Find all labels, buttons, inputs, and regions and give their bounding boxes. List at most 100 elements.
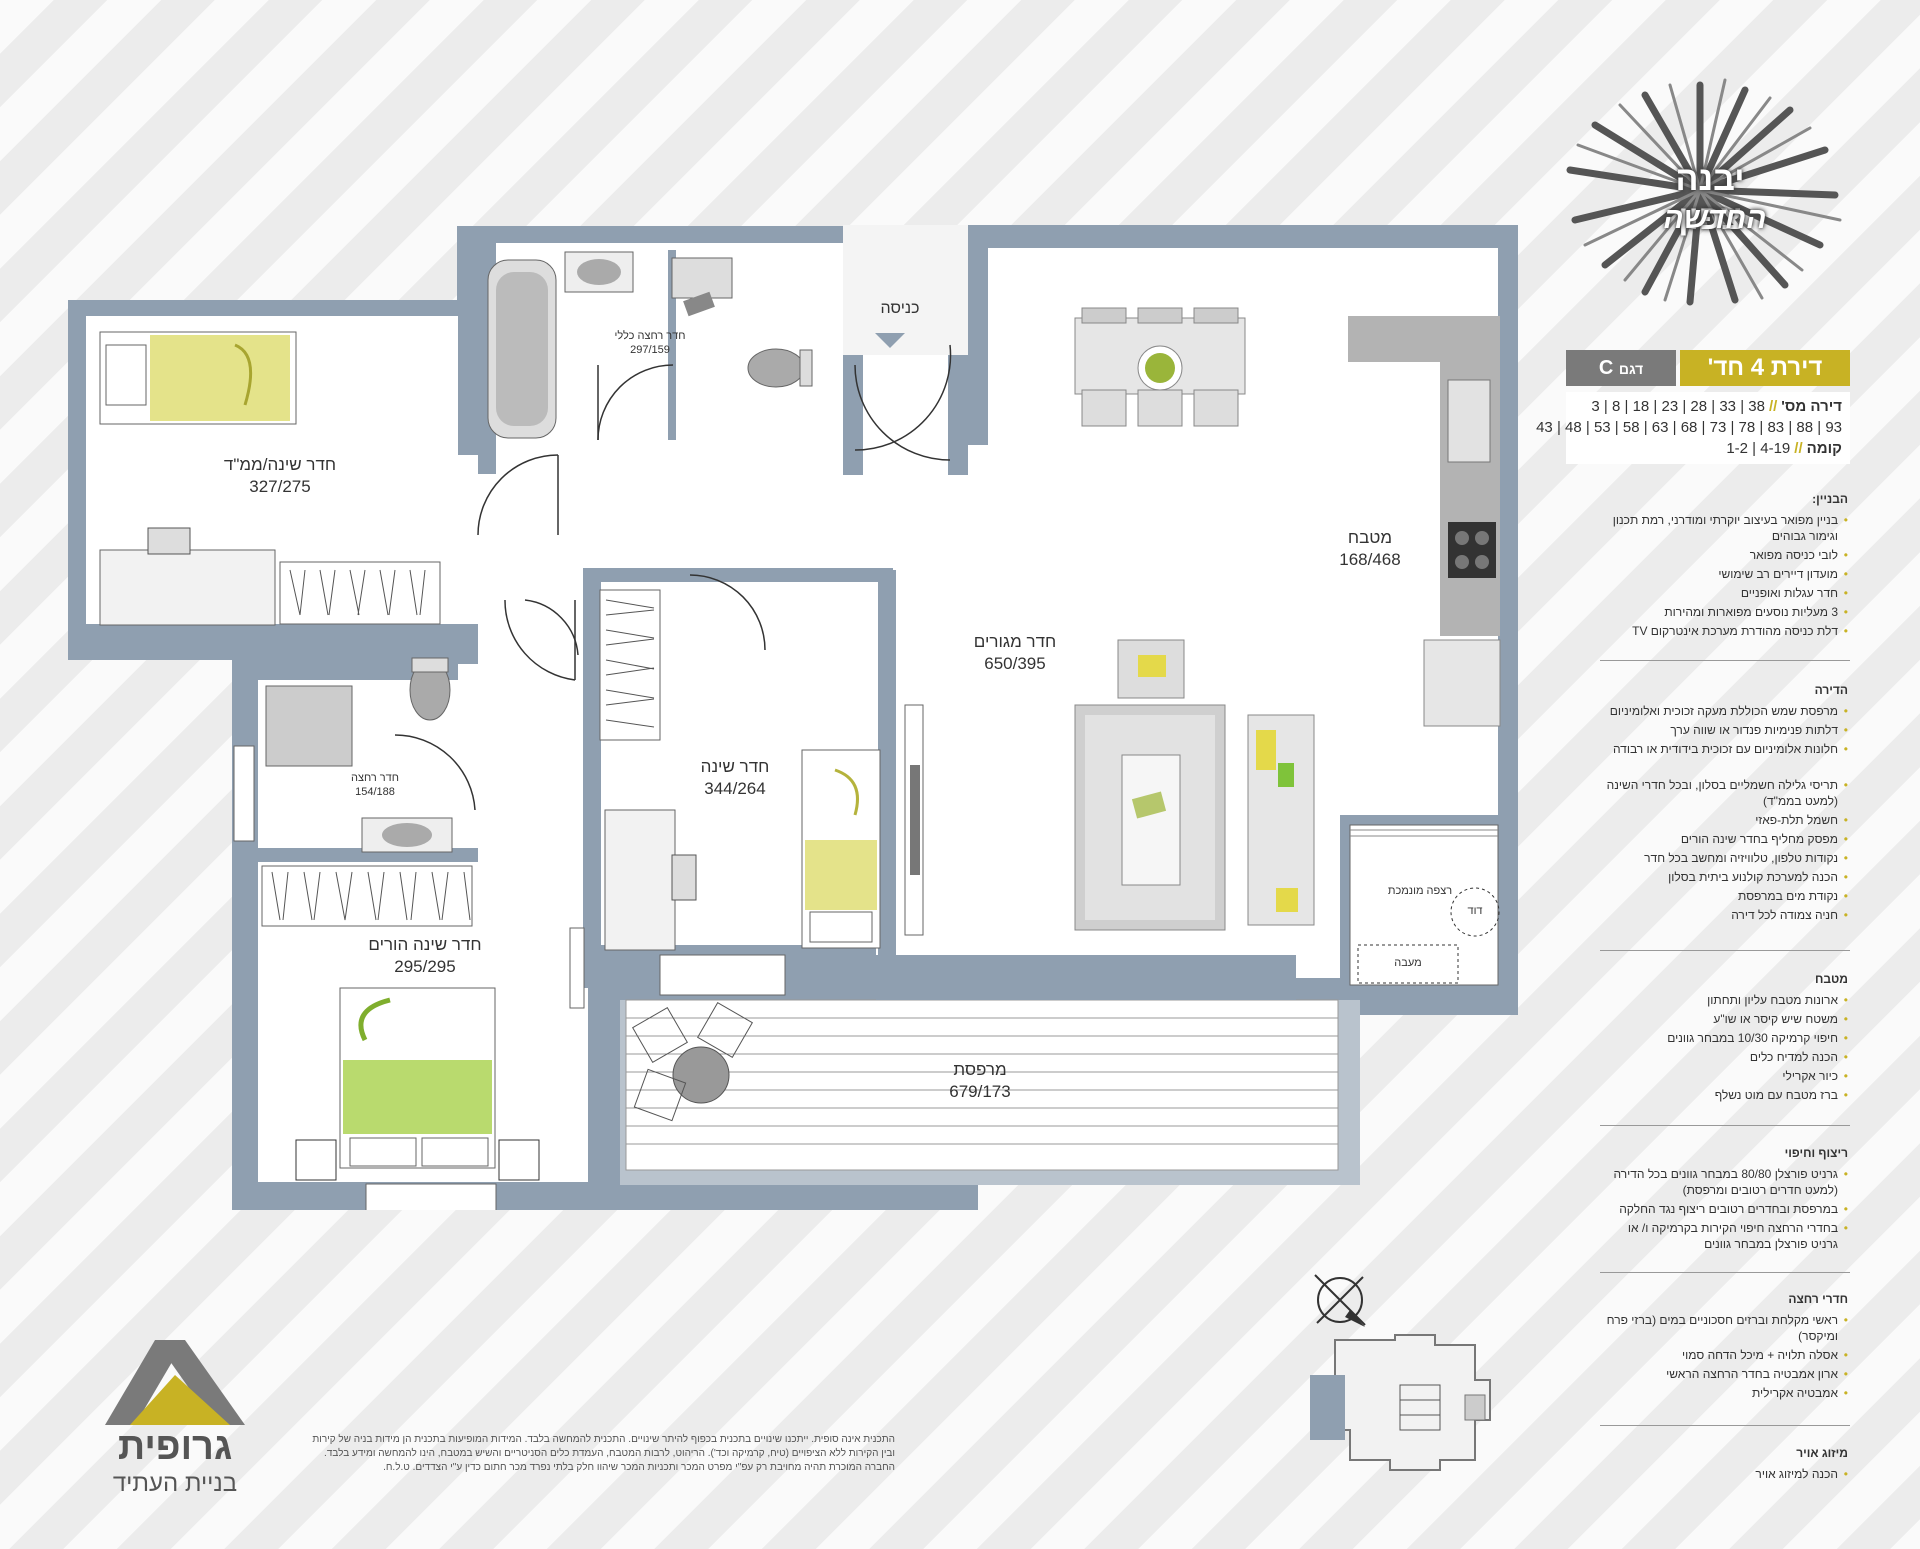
- developer-name: גרופית: [117, 1426, 233, 1468]
- room-label-bath-general: חדר רחצה כללי 297/159: [600, 330, 700, 356]
- balcony-deck: [625, 999, 1339, 1171]
- developer-logo-icon: [105, 1340, 245, 1425]
- disclaimer-text: התכנית אינה סופית. ייתכנו שינויים בתכנית…: [312, 1434, 895, 1473]
- spec-flooring-item: בחדרי הרחצה חיפוי הקירות בקרמיקה ו/ או ג…: [1600, 1220, 1848, 1252]
- refrigerator: [1423, 639, 1501, 727]
- room-name-entrance: כניסה: [880, 300, 920, 317]
- doors: [394, 344, 952, 811]
- bedroom-window: [659, 954, 786, 996]
- spec-building: הבניין: בניין מפואר בעיצוב יוקרתי ומודרנ…: [1600, 492, 1848, 642]
- room-label-mamad: חדר שינה/ממ"ד 327/275: [200, 455, 360, 497]
- project-name-line2: החדשה: [1663, 202, 1767, 235]
- room-name-raised-floor: רצפה מונמכת: [1387, 885, 1453, 897]
- project-name-line1: יבנה צפון: [1675, 160, 1745, 237]
- model-label: דגם: [1618, 361, 1644, 377]
- room-dims-living: 650/395: [984, 654, 1046, 673]
- room-dims-mamad: 327/275: [249, 477, 311, 496]
- divider: [1600, 1272, 1850, 1273]
- bath-sink: [361, 817, 453, 853]
- dryer-box: [1357, 944, 1459, 984]
- spec-flooring-title: ריצוף וחיפוי: [1784, 1146, 1848, 1160]
- spec-kitchen-item: ארונות מטבח עליון ותחתון: [1600, 992, 1848, 1008]
- room-label-living: חדר מגורים 650/395: [945, 632, 1085, 674]
- room-label-dryer: מעבה: [1378, 957, 1438, 969]
- bath-toilet: [409, 657, 451, 721]
- compass-icon: [1314, 1274, 1366, 1327]
- floors-value: 4-19 | 1-2: [1726, 440, 1791, 457]
- spec-apartment: הדירה מרפסת שמש הכוללת מעקה זכוכית ואלומ…: [1600, 683, 1848, 926]
- spec-kitchen-item: חיפוי קרמיקה 10/30 במבחר גוונים: [1600, 1030, 1848, 1046]
- room-name-balcony: מרפסת: [953, 1060, 1007, 1079]
- apartment-numbers-row2: 93 | 88 | 83 | 78 | 73 | 68 | 63 | 58 | …: [1536, 419, 1842, 436]
- room-name-bath: חדר רחצה: [350, 772, 400, 784]
- floor-plan: [68, 225, 1518, 1210]
- room-dims-bath: 154/188: [355, 786, 395, 798]
- bedroom-wardrobe: [599, 589, 661, 741]
- master-bed: [295, 987, 540, 1181]
- spec-bathrooms-item: ראשי מקלחת וברזים חסכוניים במים (ברזי פר…: [1600, 1312, 1848, 1344]
- room-name-master: חדר שינה הורים: [368, 935, 482, 954]
- mamad-chair: [147, 527, 191, 555]
- room-label-boiler: דוד: [1450, 905, 1500, 917]
- spec-kitchen-item: הכנה למדיח כלים: [1600, 1049, 1848, 1065]
- divider: [1600, 1425, 1850, 1426]
- sofa: [1247, 714, 1315, 926]
- rug-and-coffee-table: [1074, 704, 1226, 931]
- shower: [265, 685, 353, 767]
- model-value: C: [1598, 357, 1614, 379]
- apartment-title: דירת 4 חד': [1680, 350, 1850, 386]
- interior-walls: [232, 226, 1498, 1000]
- room-label-bath: חדר רחצה 154/188: [335, 772, 415, 798]
- mamad-wardrobe: [279, 561, 441, 625]
- spec-apartment-title: הדירה: [1814, 683, 1848, 697]
- spec-kitchen: מטבח ארונות מטבח עליון ותחתון משטח שיש ק…: [1600, 972, 1848, 1106]
- spec-apartment-item: מרפסת שמש הכוללת מעקה זכוכית ואלומיניום: [1600, 703, 1848, 719]
- spec-ac-title: מיזוג אויר: [1796, 1446, 1848, 1460]
- room-label-bedroom: חדר שינה 344/264: [680, 757, 790, 799]
- spec-ac-item: הכנה למיזוג אויר: [1600, 1466, 1848, 1482]
- bedroom-desk: [604, 809, 676, 951]
- spec-building-item: 3 מעליות נוסעים מפוארות ומהירות: [1600, 604, 1848, 620]
- room-name-mamad: חדר שינה/ממ"ד: [223, 455, 337, 474]
- room-dims-bedroom: 344/264: [704, 779, 766, 798]
- spec-bathrooms-item: אסלה תלויה + מיכל הדחה סמוי: [1600, 1347, 1848, 1363]
- floors-label: קומה: [1806, 440, 1842, 457]
- kitchen-sink: [1447, 379, 1491, 463]
- master-window: [365, 1183, 497, 1210]
- general-bath-toilet: [747, 348, 813, 388]
- spec-apartment-item: חשמל תלת-פאזי: [1600, 812, 1848, 828]
- cooktop: [1448, 522, 1496, 578]
- service-grate: [1350, 829, 1498, 837]
- project-logo-burst: [1566, 78, 1842, 306]
- room-name-kitchen: מטבח: [1347, 528, 1393, 547]
- master-wardrobe: [261, 865, 473, 927]
- spec-building-item: מועדון דיירים רב שימושי: [1600, 566, 1848, 582]
- room-label-master: חדר שינה הורים 295/295: [345, 935, 505, 977]
- room-dims-master: 295/295: [394, 957, 456, 976]
- room-name-living: חדר מגורים: [973, 632, 1057, 651]
- apartment-numbers-label: דירה מס': [1781, 398, 1842, 415]
- spec-apartment-item: מפסק מחליף בחדר שינה הורים: [1600, 831, 1848, 847]
- boiler-circle: [1450, 887, 1500, 937]
- spec-building-item: בניין מפואר בעיצוב יוקרתי ומודרני, רמת ת…: [1600, 512, 1848, 544]
- spec-flooring-item: גרניט פורצלן 80/80 במבחר גוונים בכל הדיר…: [1600, 1166, 1848, 1198]
- spec-building-title: הבניין:: [1812, 492, 1848, 506]
- spec-ac: מיזוג אויר הכנה למיזוג אויר: [1600, 1446, 1848, 1485]
- spec-kitchen-title: מטבח: [1814, 972, 1848, 986]
- spec-bathrooms-item: אמבטיה אקרילית: [1600, 1385, 1848, 1401]
- bath-window: [233, 745, 255, 842]
- spec-building-item: דלת כניסה מהודרת מערכת אינטרקום TV: [1600, 623, 1848, 639]
- bedroom-bed: [801, 749, 881, 949]
- entrance-arrow-icon: [875, 333, 905, 348]
- apartment-numbers-box: דירה מס'//38 | 33 | 28 | 23 | 18 | 8 | 3…: [1536, 392, 1850, 464]
- developer-tagline: בניית העתיד: [112, 1470, 238, 1497]
- room-name-bedroom: חדר שינה: [700, 757, 770, 776]
- kitchen-counter-side: [1440, 316, 1500, 636]
- spec-apartment-item: חלונות אלומיניום עם זכוכית בידודית או רב…: [1600, 741, 1848, 757]
- room-dims-kitchen: 168/468: [1339, 550, 1401, 569]
- spec-bathrooms: חדרי רחצה ראשי מקלחת וברזים חסכוניים במי…: [1600, 1292, 1848, 1404]
- room-dims-balcony: 679/173: [949, 1082, 1011, 1101]
- balcony-planks: [626, 1017, 1338, 1145]
- divider: [1600, 1125, 1850, 1126]
- spec-kitchen-item: משטח שיש קיסר או שו"ע: [1600, 1011, 1848, 1027]
